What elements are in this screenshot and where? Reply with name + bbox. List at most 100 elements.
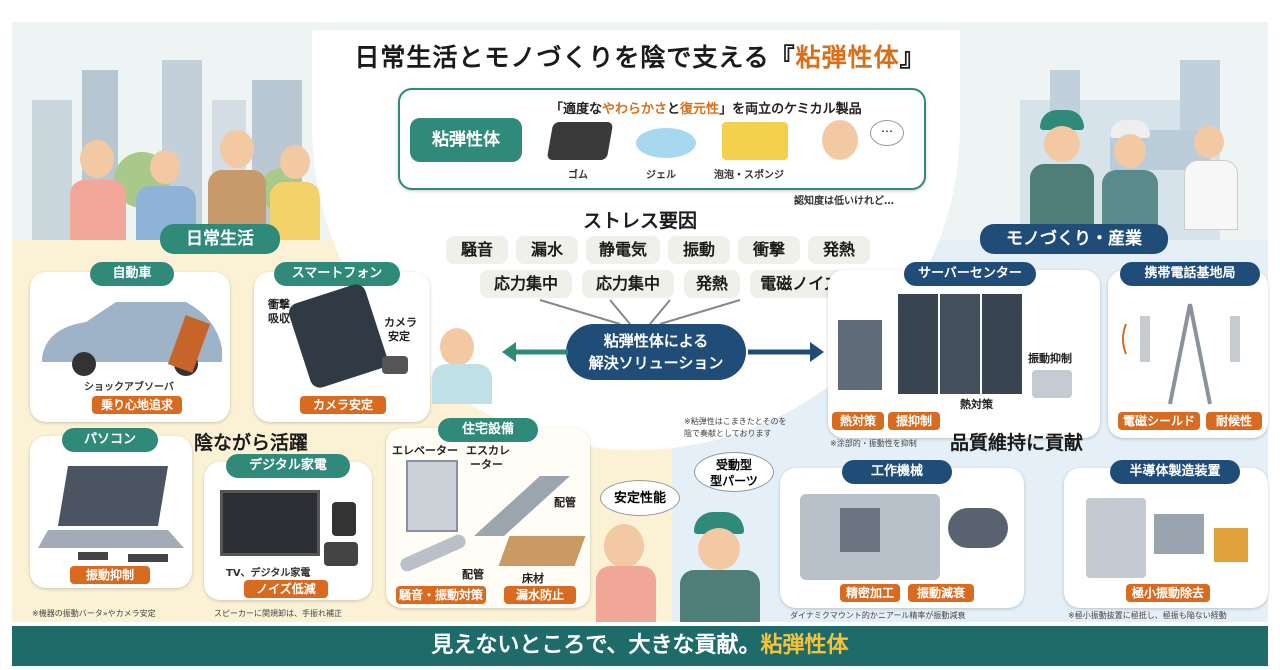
definition-card: 粘弾性体 「適度なやわらかさと復元性」を両立のケミカル製品 ゴム ジェル 泡泡・… bbox=[398, 88, 926, 190]
guide-woman-body bbox=[432, 364, 492, 404]
pc-card: パソコン 振動抑制 bbox=[30, 428, 192, 588]
smartphone-tag: カメラ安定 bbox=[300, 396, 386, 414]
middle-note-1: ※粘弾性はこまきたとそのを bbox=[684, 417, 787, 426]
left-center-text: 陰ながら活躍 bbox=[194, 432, 309, 454]
semiconductor-note: ※極小振動抜置に極抵し、極振も陥ない経動 bbox=[1068, 611, 1227, 620]
stress-arrows bbox=[539, 299, 741, 325]
server-card: サーバーセンター 振動抑制 熱対策 熱対策 振抑制 bbox=[828, 262, 1100, 438]
stress-row-1: 騒音 漏水 静電気 振動 衝撃 発熱 bbox=[446, 236, 876, 264]
phone-label-absorb: 吸収 bbox=[268, 312, 290, 325]
server-rack-3 bbox=[982, 294, 1022, 394]
speaker-icon bbox=[332, 502, 356, 536]
stress-noise: 騒音 bbox=[446, 236, 508, 264]
bottom-worker-illustration bbox=[698, 528, 740, 570]
pipe-illustration bbox=[398, 532, 468, 574]
pc-tag: 振動抑制 bbox=[70, 566, 150, 584]
semiconductor-card: 半導体製造装置 極小振動除去 bbox=[1064, 460, 1268, 608]
stress-static: 静電気 bbox=[586, 236, 660, 264]
pipe-label-2: 配管 bbox=[462, 568, 484, 581]
car-card: 自動車 ショックアブソーバ 乗り心地追求 bbox=[30, 262, 230, 422]
stress-concentration-2: 応力集中 bbox=[582, 270, 674, 298]
escalator-label-2: ーター bbox=[470, 458, 503, 471]
tv-title: デジタル家電 bbox=[226, 454, 350, 478]
laptop-illustration bbox=[38, 466, 184, 562]
safety-bubble: 安定性能 bbox=[600, 480, 680, 516]
example-rubber: ゴム bbox=[568, 170, 588, 181]
arrow-left-icon bbox=[502, 342, 568, 362]
flooring-illustration bbox=[498, 536, 586, 566]
smartphone-title: スマートフォン bbox=[274, 262, 400, 286]
stress-vibration: 振動 bbox=[668, 236, 730, 264]
car-title: 自動車 bbox=[90, 262, 174, 286]
antenna-tower-illustration bbox=[1122, 303, 1240, 405]
housing-tag-2: 漏水防止 bbox=[504, 586, 576, 604]
definition-label: 粘弾性体 bbox=[410, 118, 522, 162]
phone-label-impact: 衝撃 bbox=[268, 298, 290, 311]
elevator-illustration bbox=[406, 460, 458, 532]
family-illustration bbox=[70, 130, 320, 240]
base-station-tag-2: 耐候性 bbox=[1206, 412, 1262, 430]
page-title: 日常生活とモノづくりを陰で支える『粘弾性体』 bbox=[354, 43, 926, 72]
sponge-illustration bbox=[722, 122, 788, 160]
server-tag-1: 熱対策 bbox=[832, 412, 884, 430]
definition-description: 「適度なやわらかさと復元性」を両立のケミカル製品 bbox=[550, 102, 862, 117]
stress-concentration-1: 応力集中 bbox=[480, 270, 572, 298]
server-rack-1 bbox=[898, 294, 938, 394]
smartphone-card: スマートフォン 衝撃 吸収 カメラ 安定 カメラ安定 bbox=[254, 262, 430, 422]
machine-tool-note: ダイナミクマウント的かニアール精率が振動減衰 bbox=[790, 611, 966, 620]
housing-card: 住宅設備 エレベーター エスカレ ーター 配管 配管 床材 騒音・振動対策 漏水… bbox=[386, 418, 590, 608]
tv-illustration bbox=[220, 490, 320, 556]
server-note: ※涂部的・振動性を抑制 bbox=[830, 439, 917, 448]
server-label-vibration: 振動抑制 bbox=[1028, 352, 1072, 365]
workers-illustration bbox=[1010, 110, 1250, 230]
elevator-label: エレベーター bbox=[392, 444, 458, 457]
spindle-icon bbox=[840, 508, 880, 552]
tv-tag: ノイズ低減 bbox=[244, 580, 328, 598]
woman-illustration bbox=[822, 120, 858, 160]
bottom-worker-body bbox=[680, 570, 760, 622]
base-station-card: 携帯電話基地局 電磁シールド 耐候性 bbox=[1108, 262, 1268, 438]
wafer-chip-icon bbox=[1214, 528, 1248, 562]
machine-tool-tag-1: 精密加工 bbox=[840, 584, 900, 602]
pc-note: ※機器の振動バータ»やカメラ安定 bbox=[32, 609, 156, 618]
equipment-illustration bbox=[1086, 498, 1146, 578]
car-caption: ショックアブソーバ bbox=[84, 382, 174, 393]
floor-label: 床材 bbox=[522, 572, 544, 585]
housing-tag-1: 騒音・振動対策 bbox=[396, 586, 486, 604]
server-rack-small bbox=[838, 320, 882, 390]
gel-illustration bbox=[636, 128, 696, 158]
escalator-illustration bbox=[474, 476, 570, 536]
guide-woman-illustration bbox=[440, 328, 474, 366]
server-title: サーバーセンター bbox=[904, 262, 1036, 286]
camera-module-icon bbox=[382, 356, 408, 374]
passive-bubble: 受動型型パーツ bbox=[694, 452, 774, 492]
semiconductor-title: 半導体製造装置 bbox=[1110, 460, 1240, 484]
stress-title: ストレス要因 bbox=[582, 210, 697, 232]
phone-label-camera: カメラ bbox=[384, 316, 417, 329]
section-manufacturing: モノづくり・産業 bbox=[980, 224, 1168, 254]
tv-card: デジタル家電 TV、デジタル家電 ノイズ低減 bbox=[204, 454, 372, 600]
server-rack-2 bbox=[940, 294, 980, 394]
server-tag-2: 振抑制 bbox=[888, 412, 940, 430]
machine-tool-card: 工作機械 精密加工 振動減衰 bbox=[780, 460, 1024, 608]
stress-impact: 衝撃 bbox=[738, 236, 800, 264]
machine-tool-title: 工作機械 bbox=[842, 460, 952, 484]
base-station-title: 携帯電話基地局 bbox=[1120, 262, 1260, 286]
thought-bubble: … bbox=[870, 120, 904, 146]
awareness-note: 認知度は低いけれど… bbox=[794, 196, 894, 207]
helmet-icon bbox=[694, 512, 744, 534]
semiconductor-tag: 極小振動除去 bbox=[1126, 584, 1210, 602]
arrow-right-icon bbox=[748, 342, 824, 362]
car-illustration bbox=[42, 302, 222, 376]
stress-leak: 漏水 bbox=[516, 236, 578, 264]
escalator-label-1: エスカレ bbox=[466, 444, 510, 457]
phone-label-stable: 安定 bbox=[388, 330, 410, 343]
damper-icon bbox=[948, 508, 1008, 548]
tv-note: スピーカーに関規卸は、手振れ補正 bbox=[214, 609, 342, 618]
rubber-illustration bbox=[546, 122, 614, 160]
smartphone-illustration bbox=[286, 281, 390, 391]
base-station-tag-1: 電磁シールド bbox=[1118, 412, 1200, 430]
stress-heat-2: 発熱 bbox=[684, 270, 740, 298]
pc-title: パソコン bbox=[62, 428, 158, 452]
